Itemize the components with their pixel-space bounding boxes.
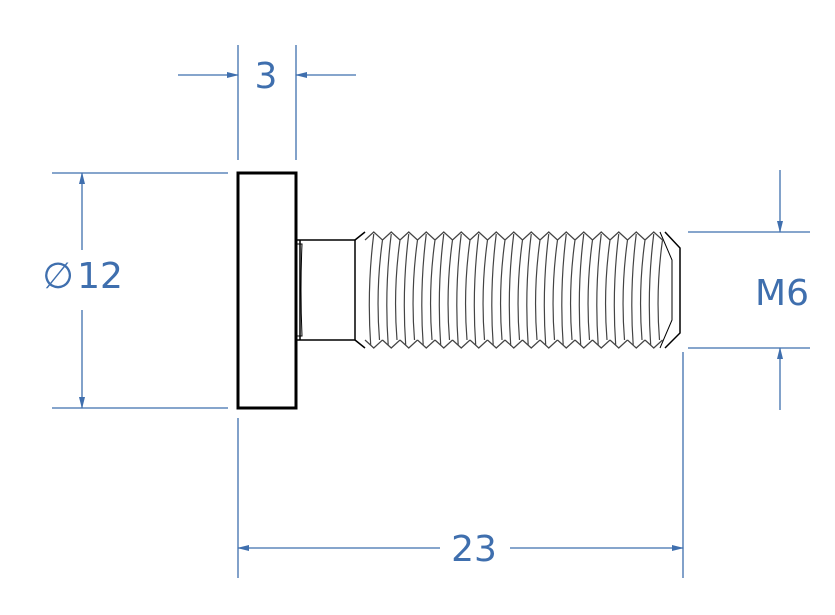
dim-thread-label: M6 — [755, 273, 809, 314]
bolt-neck — [296, 239, 355, 341]
thread-teeth — [364, 231, 664, 349]
bolt-part — [236, 171, 681, 410]
bolt-thread — [354, 231, 681, 349]
bolt-head — [236, 171, 298, 410]
thread-tooth-profile — [364, 231, 664, 349]
dim-head-thickness-label: 3 — [255, 56, 278, 97]
dim-diameter-label: 12 — [77, 256, 123, 297]
dim-length-label: 23 — [451, 529, 497, 570]
dimension-lines — [52, 45, 810, 578]
dim-diameter-symbol: ∅ — [42, 256, 73, 297]
